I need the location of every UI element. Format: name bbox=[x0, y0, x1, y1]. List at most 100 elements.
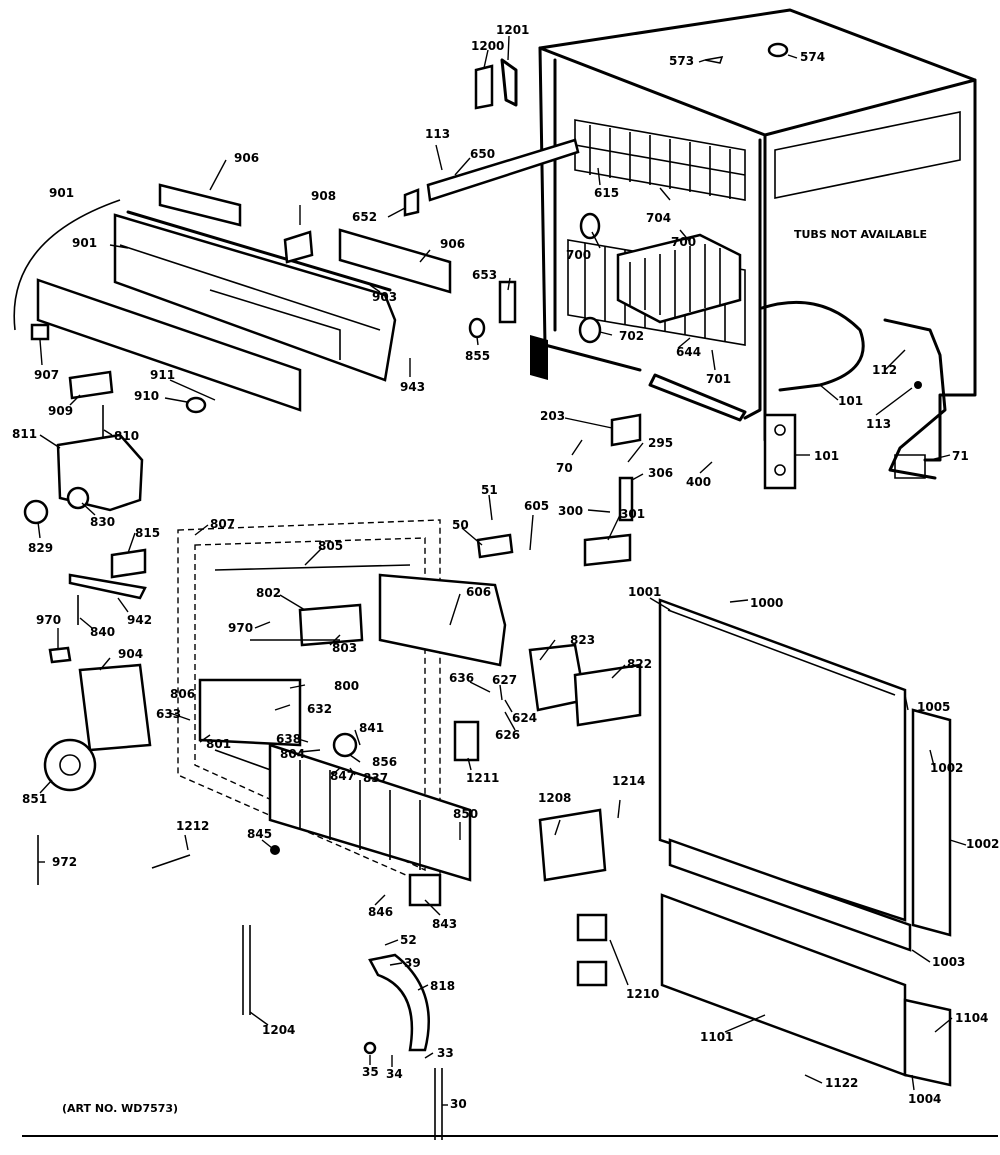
callout-636: 636 bbox=[449, 671, 475, 685]
callout-1214: 1214 bbox=[612, 774, 646, 788]
part-203-shape bbox=[610, 413, 642, 447]
callout-306: 306 bbox=[648, 466, 674, 480]
outer-door-panel bbox=[658, 598, 952, 1087]
tub-assembly bbox=[530, 8, 977, 490]
callout-702: 702 bbox=[619, 329, 645, 343]
part-306-shape bbox=[618, 476, 634, 522]
callout-901: 901 bbox=[72, 236, 98, 250]
callout-800: 800 bbox=[334, 679, 360, 693]
callout-632: 632 bbox=[307, 702, 333, 716]
callout-1200: 1200 bbox=[471, 39, 505, 53]
callout-701: 701 bbox=[706, 372, 732, 386]
callout-573: 573 bbox=[669, 54, 695, 68]
callout-70: 70 bbox=[556, 461, 573, 475]
callout-650: 650 bbox=[470, 147, 496, 161]
callout-807: 807 bbox=[210, 517, 236, 531]
callout-911: 911 bbox=[150, 368, 176, 382]
callout-295: 295 bbox=[648, 436, 674, 450]
callout-203: 203 bbox=[540, 409, 566, 423]
callout-806: 806 bbox=[170, 687, 196, 701]
callout-39: 39 bbox=[404, 956, 421, 970]
callout-624: 624 bbox=[512, 711, 538, 725]
callout-845: 845 bbox=[247, 827, 273, 841]
callout-113-top: 113 bbox=[425, 127, 451, 141]
callout-653: 653 bbox=[472, 268, 498, 282]
callout-606: 606 bbox=[466, 585, 492, 599]
callout-1001: 1001 bbox=[628, 585, 662, 599]
callout-1122: 1122 bbox=[825, 1076, 859, 1090]
part-1201-shape bbox=[500, 58, 518, 107]
callout-1003: 1003 bbox=[932, 955, 966, 969]
callout-700: 700 bbox=[566, 248, 592, 262]
part-845-shape bbox=[270, 845, 280, 855]
callout-1208: 1208 bbox=[538, 791, 572, 805]
callout-810: 810 bbox=[114, 429, 140, 443]
callout-970-center: 970 bbox=[228, 621, 254, 635]
callout-906-bracket: 906 bbox=[440, 237, 466, 251]
callout-704: 704 bbox=[646, 211, 672, 225]
callout-1005: 1005 bbox=[917, 700, 951, 714]
tubs-not-available-note: TUBS NOT AVAILABLE bbox=[794, 228, 928, 241]
part-851-shape bbox=[43, 738, 97, 792]
callout-633: 633 bbox=[156, 707, 182, 721]
callout-818: 818 bbox=[430, 979, 456, 993]
callout-644: 644 bbox=[676, 345, 702, 359]
callout-113-right: 113 bbox=[866, 417, 892, 431]
callout-823: 823 bbox=[570, 633, 596, 647]
callout-615: 615 bbox=[594, 186, 620, 200]
callout-626: 626 bbox=[495, 728, 521, 742]
part-1200-shape bbox=[474, 64, 494, 110]
callout-638: 638 bbox=[276, 732, 302, 746]
callout-1002-lower: 1002 bbox=[966, 837, 1000, 851]
part-970-shape bbox=[48, 646, 72, 664]
callout-30: 30 bbox=[450, 1097, 467, 1111]
leader-lines bbox=[37, 35, 967, 1106]
callout-856: 856 bbox=[372, 755, 398, 769]
part-906-bracket bbox=[338, 228, 452, 294]
callout-1000: 1000 bbox=[750, 596, 784, 610]
callout-101-hose: 101 bbox=[838, 394, 864, 408]
callout-850: 850 bbox=[453, 807, 479, 821]
callout-35: 35 bbox=[362, 1065, 379, 1079]
part-652-shape bbox=[403, 188, 420, 217]
part-1210-shape bbox=[576, 913, 608, 942]
callout-803: 803 bbox=[332, 641, 358, 655]
part-818-shape bbox=[368, 953, 430, 1052]
callout-33: 33 bbox=[437, 1046, 454, 1060]
part-50-shape bbox=[476, 533, 514, 559]
callout-34: 34 bbox=[386, 1067, 403, 1081]
callout-1210: 1210 bbox=[626, 987, 660, 1001]
callout-1211: 1211 bbox=[466, 771, 500, 785]
art-number: (ART NO. WD7573) bbox=[62, 1102, 179, 1115]
callout-1002-upper: 1002 bbox=[930, 761, 964, 775]
part-650-shape bbox=[426, 138, 580, 202]
callout-901-outline: 901 bbox=[49, 186, 75, 200]
callout-50: 50 bbox=[452, 518, 469, 532]
callout-627: 627 bbox=[492, 673, 518, 687]
callout-815: 815 bbox=[135, 526, 161, 540]
callout-805: 805 bbox=[318, 539, 344, 553]
callout-605: 605 bbox=[524, 499, 550, 513]
callout-1004: 1004 bbox=[908, 1092, 942, 1106]
callout-574: 574 bbox=[800, 50, 826, 64]
callout-112: 112 bbox=[872, 363, 898, 377]
callout-804: 804 bbox=[280, 747, 306, 761]
callout-907: 907 bbox=[34, 368, 60, 382]
callout-906-top: 906 bbox=[234, 151, 260, 165]
callout-972: 972 bbox=[52, 855, 78, 869]
part-653-shape bbox=[498, 280, 517, 324]
part-301-shape bbox=[583, 533, 632, 567]
part-1211-shape bbox=[453, 720, 480, 762]
part-30-spring bbox=[434, 1068, 443, 1140]
callout-830: 830 bbox=[90, 515, 116, 529]
callout-829: 829 bbox=[28, 541, 54, 555]
callout-943: 943 bbox=[400, 380, 426, 394]
door-frame bbox=[177, 519, 507, 907]
part-1204-shape bbox=[242, 925, 251, 1015]
callout-841: 841 bbox=[359, 721, 385, 735]
control-console bbox=[13, 183, 397, 525]
callout-1201: 1201 bbox=[496, 23, 530, 37]
callout-822: 822 bbox=[627, 657, 653, 671]
